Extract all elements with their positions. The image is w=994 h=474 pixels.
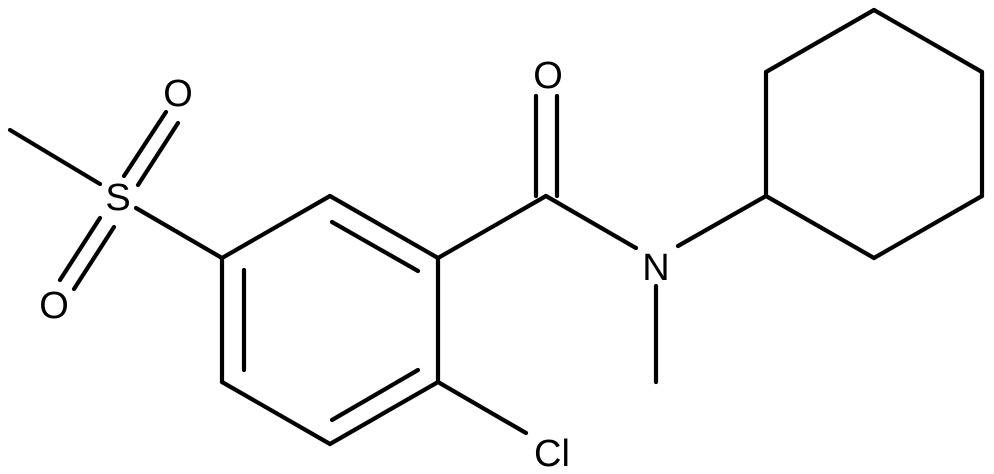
bond-nitrogen-cyclohexyl [675,193,769,249]
atom-label-oxygen-bottom: O [39,285,69,327]
atom-label-oxygen-top: O [163,73,193,115]
bond-sulfur-oxygen-bottom-b [71,224,117,292]
atom-label-sulfur: S [105,177,130,219]
bond-ring-carbonyl [435,193,549,261]
ring-bond-c6-c1 [327,193,441,261]
bond-sulfur-ring [133,205,225,261]
atom-label-nitrogen: N [642,247,669,289]
cyclohexane-bond-6 [763,193,877,261]
atom-label-carbonyl-oxygen: O [533,55,563,97]
bond-sulfur-oxygen-bottom-a [57,215,103,283]
ring-bond-c6-c1-inner [329,219,421,274]
bond-carbonyl-nitrogen [543,193,639,251]
cyclohexane-bond-2 [763,7,877,75]
cyclohexane-bond-3 [871,7,985,75]
bond-ring-chlorine [435,379,529,436]
atom-label-chlorine: Cl [534,433,570,474]
ring-bond-c2-c3-inner [329,367,421,423]
bond-methyl-sulfur [7,127,103,187]
bond-sulfur-oxygen-top-b [135,120,181,188]
ring-bond-c2-c3 [327,379,441,447]
ring-bond-c3-c4 [219,379,333,447]
ring-bond-c5-c6 [219,193,333,261]
bond-sulfur-oxygen-top-a [121,109,169,179]
cyclohexane-bond-5 [871,193,985,261]
